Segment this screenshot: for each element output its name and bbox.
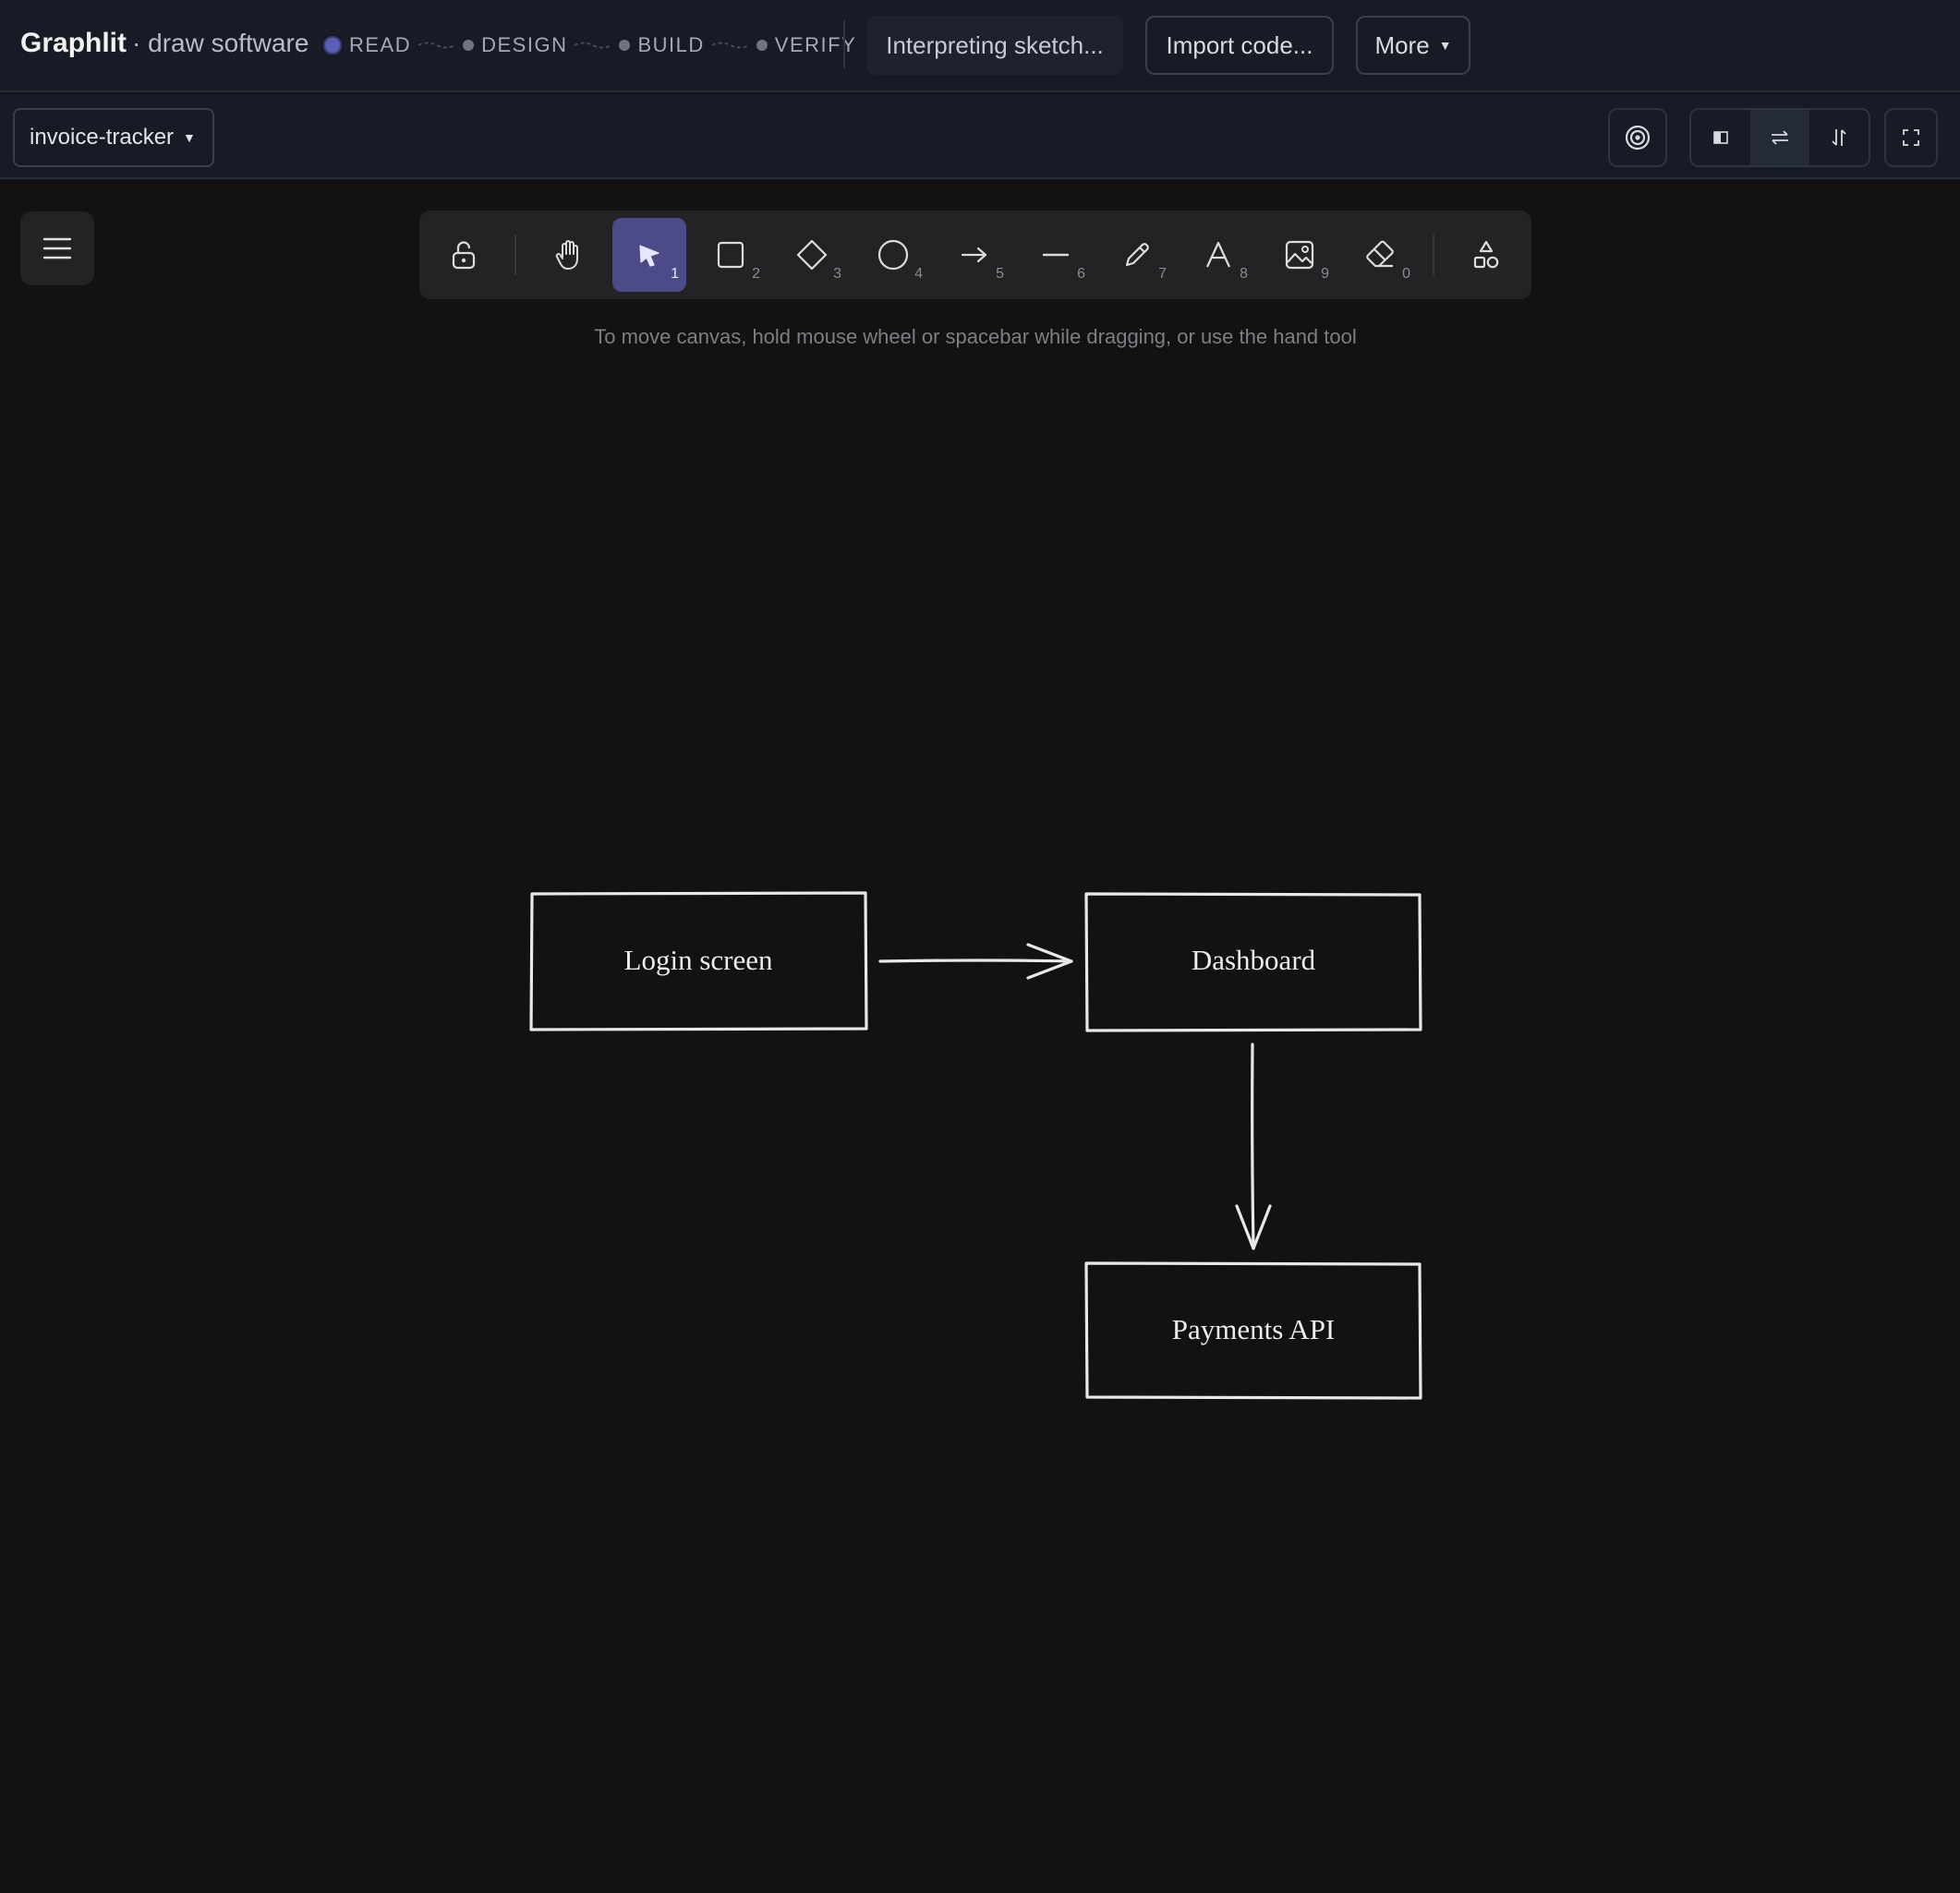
target-icon (1625, 125, 1651, 151)
chevron-down-icon: ▼ (183, 130, 196, 145)
node-label: Login screen (624, 944, 773, 976)
node-label: Payments API (1172, 1313, 1336, 1345)
step-label: DESIGN (481, 33, 568, 56)
toolbar-divider (1433, 235, 1434, 275)
line-icon (1042, 253, 1070, 257)
interpreting-status-button[interactable]: Interpreting sketch... (866, 16, 1123, 75)
layout-toggle-group (1689, 108, 1870, 167)
rectangle-icon (717, 241, 744, 269)
step-read[interactable]: READ (323, 33, 411, 57)
node-payments-api[interactable]: Payments API (1084, 1261, 1422, 1400)
step-connector-icon (575, 42, 612, 49)
tool-pencil[interactable]: 7 (1100, 218, 1174, 292)
tool-image[interactable]: 9 (1263, 218, 1337, 292)
shortcut-key: 0 (1402, 266, 1410, 282)
lock-open-icon (452, 241, 476, 270)
ellipse-icon (877, 239, 909, 271)
project-bar: invoice-tracker ▼ (0, 94, 1960, 179)
hand-icon (555, 240, 578, 270)
project-selector[interactable]: invoice-tracker ▼ (13, 108, 214, 167)
diamond-icon (796, 239, 828, 271)
arrow-dashboard-to-payments[interactable] (1235, 1043, 1272, 1250)
node-dashboard[interactable]: Dashboard (1084, 892, 1422, 1032)
eraser-icon (1366, 240, 1394, 268)
layout-vertical-button[interactable] (1809, 110, 1869, 165)
shortcut-key: 7 (1158, 266, 1167, 282)
step-dot-icon (756, 40, 768, 51)
arrow-icon (961, 247, 987, 263)
drawing-toolbar: 1 2 3 4 5 6 7 (419, 211, 1531, 299)
node-login-screen[interactable]: Login screen (529, 891, 868, 1031)
fullscreen-icon (1903, 129, 1919, 146)
pencil-icon (1125, 243, 1149, 267)
node-label: Dashboard (1192, 944, 1316, 976)
step-connector-icon (711, 42, 749, 49)
shortcut-key: 8 (1240, 266, 1248, 282)
text-icon (1206, 241, 1230, 268)
shortcut-key: 3 (833, 266, 841, 282)
tool-select[interactable]: 1 (612, 218, 686, 292)
toolbar-divider (514, 235, 516, 275)
divider (843, 20, 845, 68)
tool-text[interactable]: 8 (1181, 218, 1255, 292)
app-tagline: · draw software (132, 29, 309, 57)
tool-diamond[interactable]: 3 (775, 218, 849, 292)
tool-arrow[interactable]: 5 (938, 218, 1011, 292)
project-name: invoice-tracker (30, 125, 175, 150)
image-icon (1285, 240, 1314, 270)
workflow-steps: READ DESIGN BUILD VERIFY (323, 31, 856, 59)
shortcut-key: 9 (1321, 266, 1329, 282)
step-active-dot-icon (323, 36, 342, 54)
more-button[interactable]: More ▼ (1356, 16, 1470, 75)
shapes-library-icon (1473, 240, 1499, 269)
step-dot-icon (463, 40, 475, 51)
step-build[interactable]: BUILD (619, 33, 704, 57)
arrow-login-to-dashboard[interactable] (878, 943, 1073, 980)
shortcut-key: 1 (671, 266, 679, 282)
layout-sidebar-button[interactable] (1691, 110, 1750, 165)
shortcut-key: 2 (752, 266, 760, 282)
shortcut-key: 5 (996, 266, 1004, 282)
tool-shapes-library[interactable] (1449, 218, 1523, 292)
tool-line[interactable]: 6 (1019, 218, 1093, 292)
tool-rectangle[interactable]: 2 (694, 218, 768, 292)
shortcut-key: 6 (1077, 266, 1085, 282)
brand: Graphlit · draw software (20, 28, 309, 59)
app-name: Graphlit (20, 28, 127, 58)
layout-horizontal-button[interactable] (1750, 110, 1809, 165)
step-label: BUILD (637, 33, 705, 56)
swap-horizontal-icon (1772, 130, 1788, 145)
fullscreen-button[interactable] (1884, 108, 1938, 167)
more-label: More (1374, 30, 1430, 59)
pointer-icon (639, 245, 659, 267)
hamburger-menu-icon (42, 237, 72, 259)
top-bar: Graphlit · draw software READ DESIGN BUI… (0, 0, 1960, 92)
canvas-hint: To move canvas, hold mouse wheel or spac… (594, 325, 1357, 348)
import-code-button[interactable]: Import code... (1145, 16, 1334, 75)
tool-hand[interactable] (532, 218, 606, 292)
tool-lock[interactable] (427, 218, 501, 292)
step-design[interactable]: DESIGN (463, 33, 567, 57)
chevron-down-icon: ▼ (1438, 38, 1452, 53)
tool-eraser[interactable]: 0 (1344, 218, 1418, 292)
focus-button[interactable] (1608, 108, 1667, 167)
step-verify[interactable]: VERIFY (756, 33, 856, 57)
canvas-menu-button[interactable] (20, 211, 94, 285)
step-label: READ (349, 33, 412, 56)
step-dot-icon (619, 40, 631, 51)
step-label: VERIFY (774, 33, 857, 56)
tool-ellipse[interactable]: 4 (856, 218, 930, 292)
step-connector-icon (418, 42, 456, 49)
sidebar-panel-icon (1713, 131, 1728, 144)
swap-vertical-icon (1832, 129, 1846, 146)
shortcut-key: 4 (914, 266, 923, 282)
